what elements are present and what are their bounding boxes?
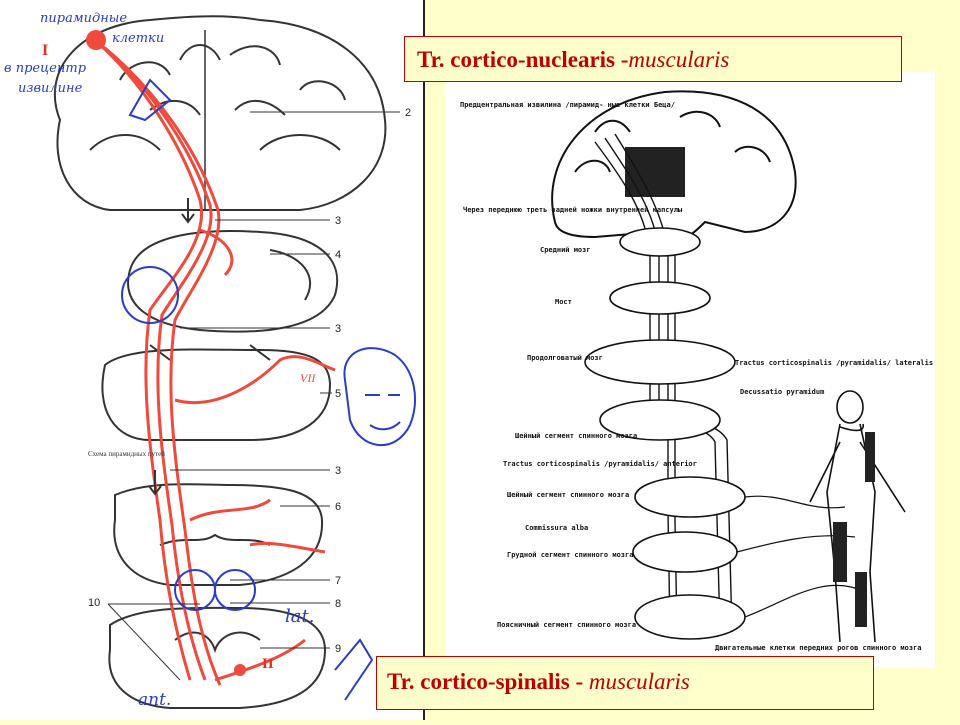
pyramidal-pathway-scheme: пирамидные клетки I в прецентр извилине … (4, 11, 416, 710)
label-pons: Мост (555, 298, 572, 306)
roman-two-marker: II (262, 656, 274, 672)
red-pathway-bundle (94, 38, 336, 686)
label-midbrain: Средний мозг (540, 246, 591, 254)
label-motor-cells: Двигательные клетки передних рогов спинн… (715, 644, 922, 652)
label-number-2: 2 (405, 107, 411, 119)
handwritten-cells-2: клетки (112, 31, 164, 46)
right-diagram-panel: Предцентральная извилина /пирамид- ные к… (445, 72, 935, 668)
upper-cord-section (113, 483, 324, 586)
label-decussation: Decussatio pyramidum (740, 388, 824, 396)
motor-neuron-body (234, 664, 246, 676)
top-title-main: Tr. cortico-nuclearis - (417, 47, 629, 72)
scheme-caption: Схема пирамидных путей (88, 450, 165, 458)
label-number-6: 6 (335, 501, 341, 513)
roman-one-marker: I (42, 42, 48, 59)
panel-divider (423, 0, 425, 720)
label-number-3c: 3 (335, 465, 341, 477)
label-medulla: Продолговатый мозг (527, 354, 603, 362)
corticospinal-tract-illustration: Предцентральная извилина /пирамид- ные к… (460, 90, 933, 652)
top-title-box: Tr. cortico-nuclearis -muscularis (404, 36, 902, 82)
label-number-5: 5 (335, 388, 341, 400)
brain-coronal-section (54, 15, 387, 211)
label-commissure: Commissura alba (525, 524, 588, 532)
label-anterior-tract: Tractus corticospinalis /pyramidalis/ an… (503, 460, 697, 468)
label-number-9: 9 (335, 643, 341, 655)
bottom-title-box: Tr. cortico-spinalis - muscularis (376, 656, 874, 710)
left-diagram-panel: пирамидные клетки I в прецентр извилине … (0, 0, 424, 720)
human-figure (809, 390, 906, 643)
down-arrow-icon (181, 198, 195, 224)
human-figure-shading (833, 432, 875, 627)
label-thoracic-segment: Грудной сегмент спинного мозга (507, 551, 633, 559)
down-arrow-icon (148, 470, 162, 496)
label-number-4: 4 (335, 249, 341, 261)
stacked-sections (584, 227, 746, 640)
leader-lines (107, 111, 400, 681)
bottom-title-main: Tr. cortico-spinalis - (387, 669, 589, 694)
cranial-nerve-vii-label: VII (300, 371, 316, 385)
label-number-7: 7 (335, 575, 341, 587)
blue-pen-marks (121, 78, 416, 701)
label-number-3a: 3 (335, 215, 341, 227)
handwritten-gyrus-2: извилине (18, 81, 83, 96)
label-precentral-gyrus: Предцентральная извилина /пирамид- ные к… (460, 101, 675, 109)
label-cervical-segment: Шейный сегмент спинного мозга (515, 432, 637, 440)
handwritten-ant: ant. (138, 690, 171, 710)
label-number-10: 10 (88, 597, 100, 609)
label-lumbar-segment: Поясничный сегмент спинного мозга (497, 621, 636, 629)
midbrain-section (127, 229, 339, 333)
top-title-italic: muscularis (628, 47, 730, 72)
label-internal-capsule: Через переднюю треть задней ножки внутре… (463, 206, 683, 214)
handwritten-gyrus-1: в прецентр (4, 61, 87, 76)
label-cervical-segment-2: Шейный сегмент спинного мозга (507, 491, 629, 499)
label-number-3b: 3 (335, 323, 341, 335)
label-number-8: 8 (335, 598, 341, 610)
bottom-title-italic: muscularis (588, 669, 690, 694)
pyramidal-cell-body (86, 30, 106, 50)
label-lateral-tract: Tractus corticospinalis /pyramidalis/ la… (735, 359, 933, 367)
handwritten-lat: lat. (285, 606, 314, 627)
medulla-section (101, 344, 332, 441)
handwritten-cells-1: пирамидные (40, 11, 127, 26)
brain-dark-section (625, 147, 685, 197)
